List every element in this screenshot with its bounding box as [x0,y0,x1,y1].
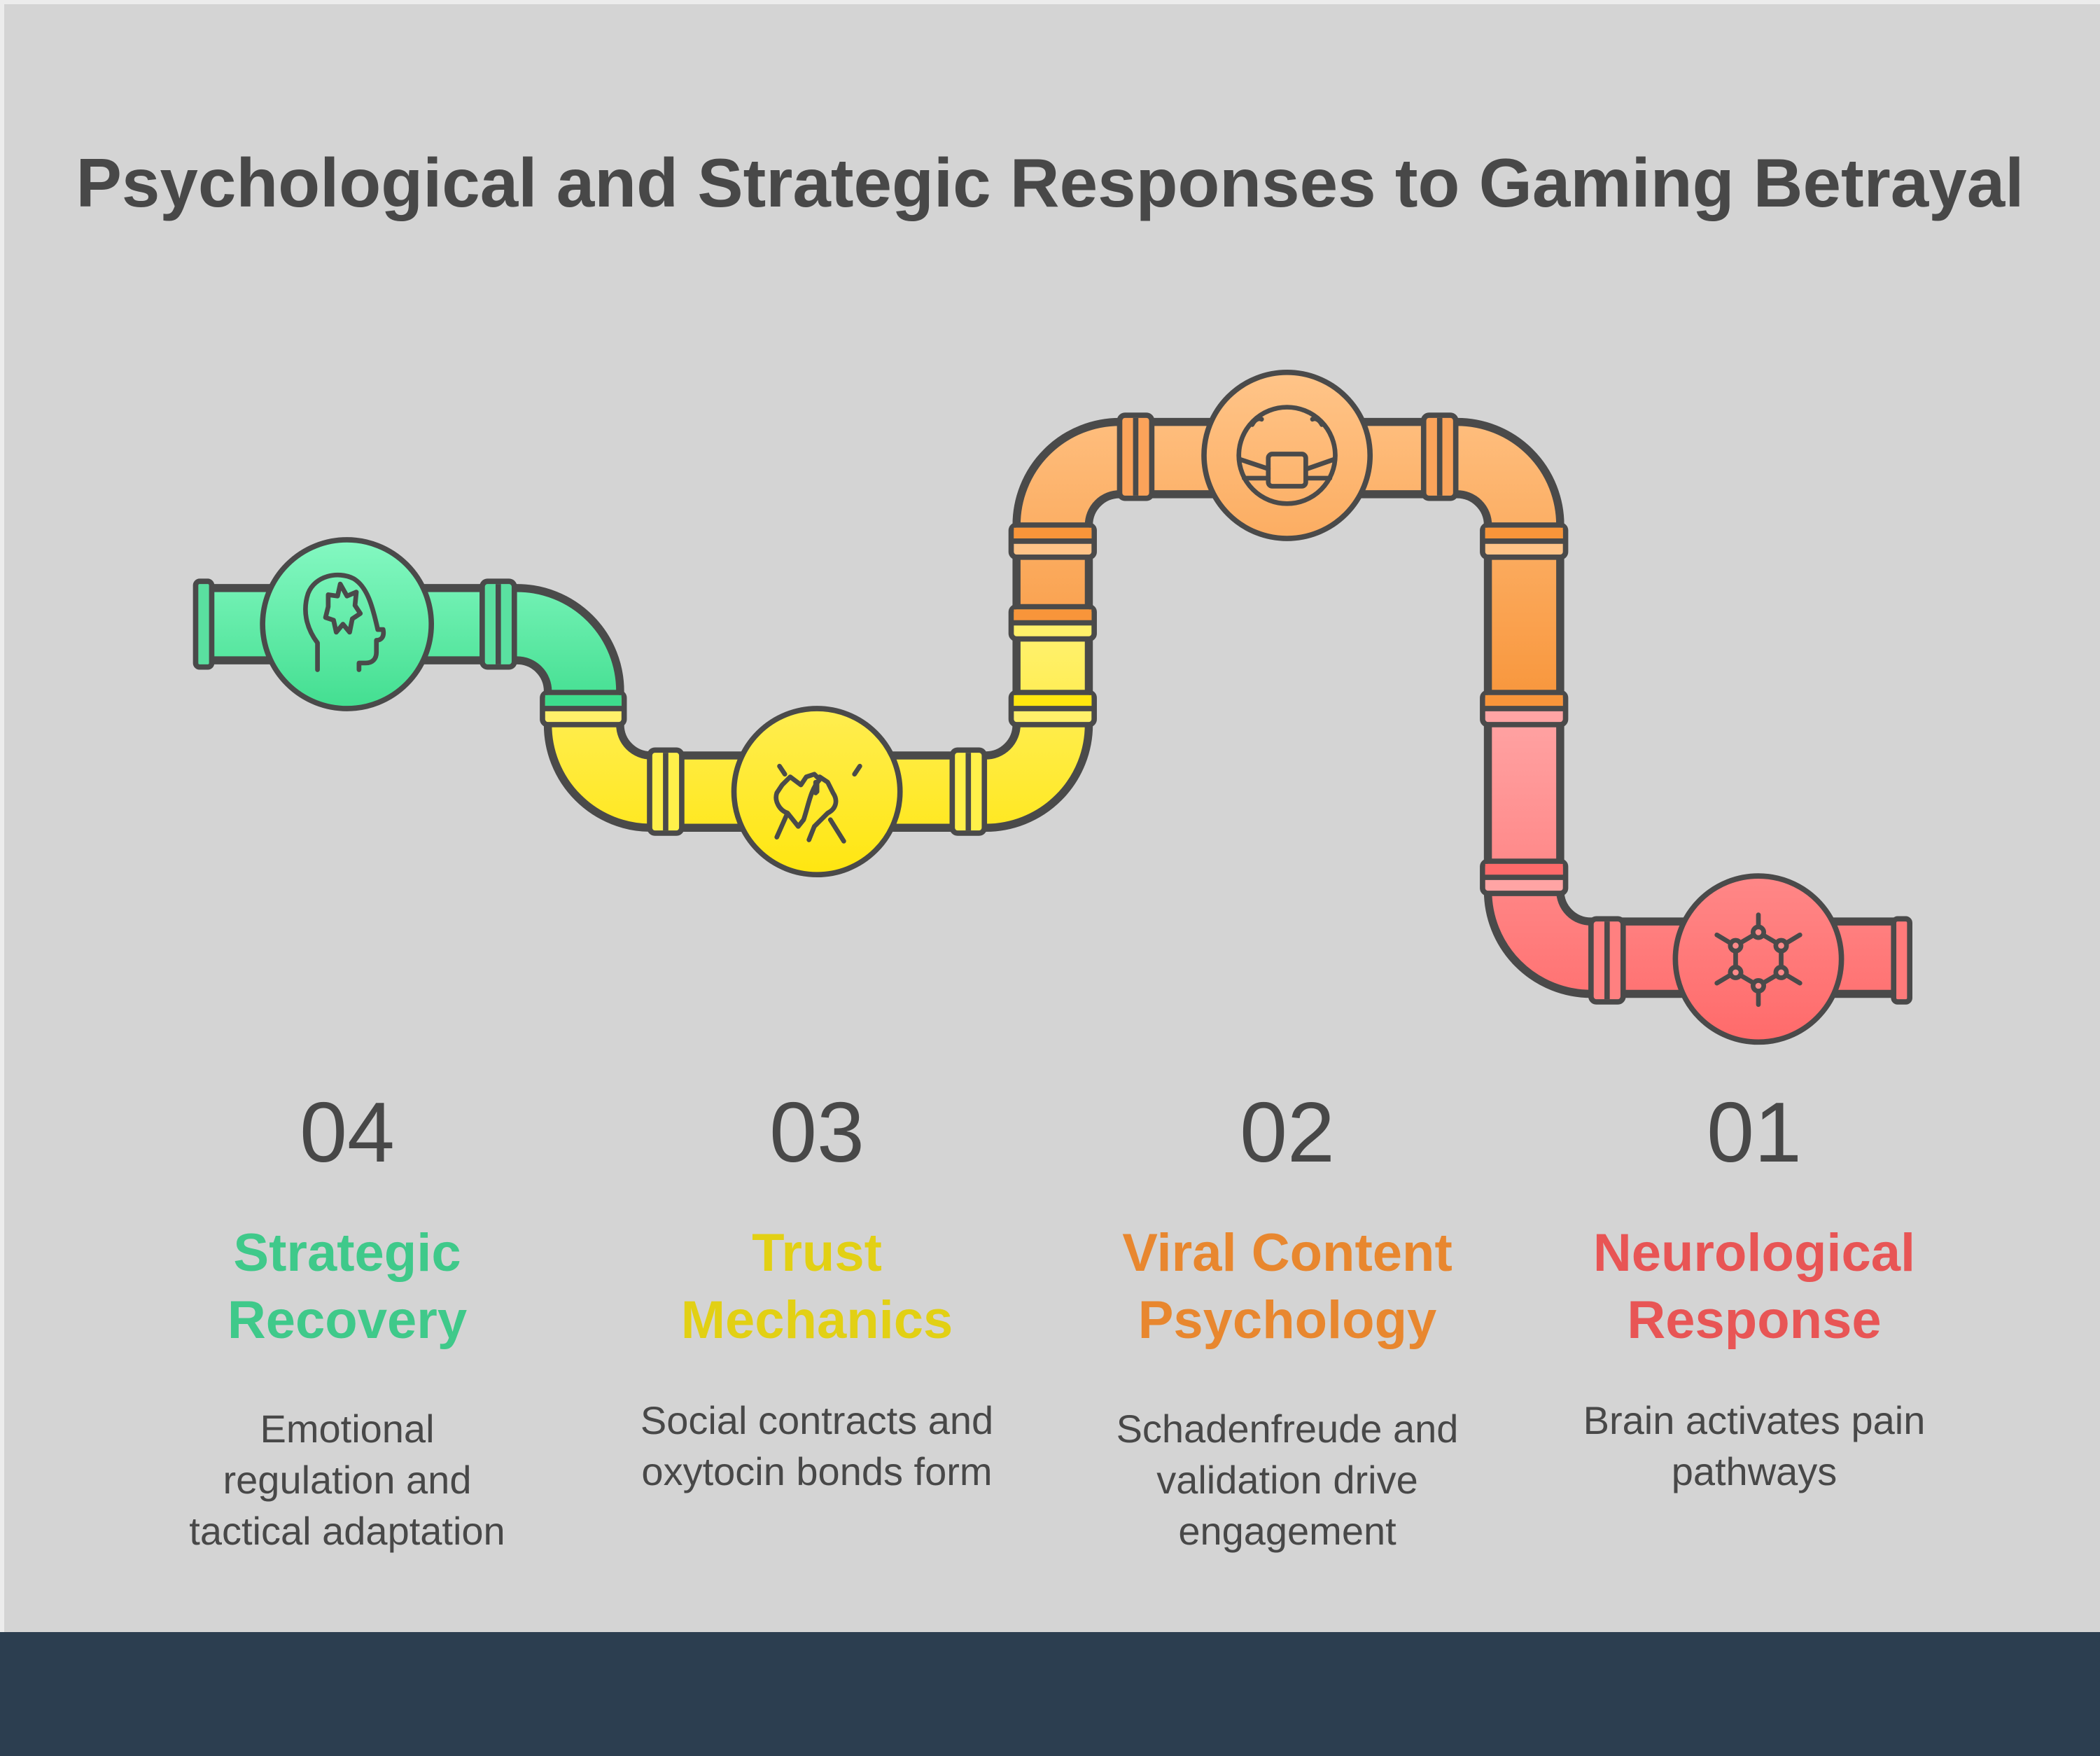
coupler [1588,916,1626,1005]
coupler [1420,412,1459,501]
end-cap-right [1891,916,1913,1005]
title-line: Strategic [233,1223,461,1283]
coupler [1116,412,1155,501]
coupler [1008,522,1097,560]
title-line: Recovery [227,1290,468,1350]
coupler [540,690,627,727]
desc-line: Emotional [260,1407,435,1451]
coupler [1480,522,1569,560]
desc-line: engagement [1178,1509,1396,1553]
coupler [1480,690,1569,727]
head-burst-icon [303,572,386,672]
desc-line: regulation and [223,1458,472,1502]
desc-line: validation drive [1156,1458,1418,1502]
coupler [1008,604,1097,642]
title-line: Viral Content [1122,1223,1452,1283]
title-line: Response [1627,1290,1882,1350]
title-line: Trust [752,1223,882,1283]
desc-line: oxytocin bonds form [641,1449,993,1493]
coupler [1008,690,1097,727]
valve-strategic-recovery [260,537,435,711]
step-number: 02 [1240,1085,1335,1180]
coupler [949,747,988,836]
coupler [479,578,517,670]
coupler [1480,858,1569,896]
desc-line: Schadenfreude and [1116,1407,1459,1451]
title-line: Psychology [1138,1290,1437,1350]
title-line: Neurological [1592,1223,1916,1283]
step-description: Social contracts and oxytocin bonds form [572,1395,1062,1497]
desc-line: Social contracts and [640,1398,994,1442]
infographic-canvas [0,0,2100,1632]
step-description: Schadenfreude and validation drive engagem… [1042,1403,1532,1556]
valve-neurological-response [1672,873,1844,1045]
desc-line: pathways [1671,1449,1837,1493]
footer-bar [0,1632,2100,1756]
step-number: 04 [300,1085,395,1180]
title-line: Mechanics [680,1290,953,1350]
step-description: Brain activates pain pathways [1509,1395,1999,1497]
page-title: Psychological and Strategic Responses to… [76,144,2024,221]
handshake-icon [774,763,862,844]
masked-face-icon [1236,405,1338,506]
pipe-red [1492,709,1902,990]
end-cap-left [192,578,215,670]
coupler [647,747,685,836]
molecule-icon [1714,912,1802,1008]
pipe-green [203,592,617,724]
step-number: 03 [769,1085,864,1180]
step-number: 01 [1707,1085,1802,1180]
desc-line: Brain activates pain [1583,1398,1926,1442]
desc-line: tactical adaptation [189,1509,505,1553]
step-description: Emotional regulation and tactical adaptati… [102,1403,592,1556]
